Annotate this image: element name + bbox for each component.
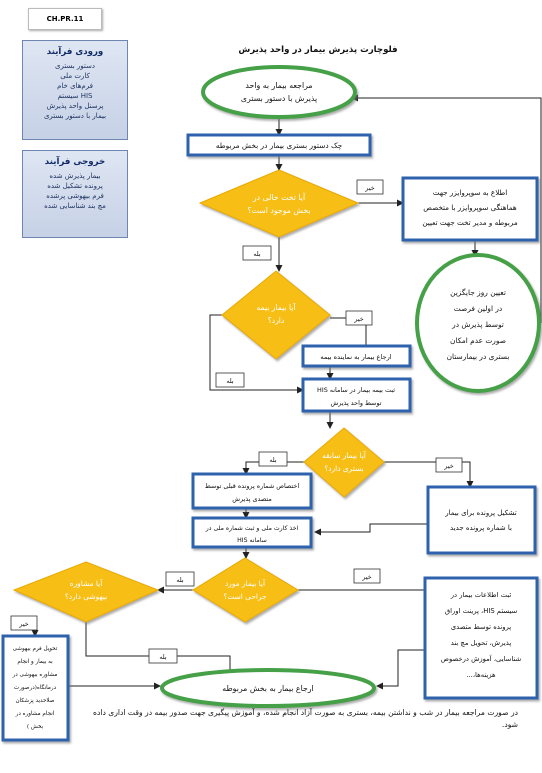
chart-title: فلوچارت پذیرش بیمار در واحد پذیرش [238,45,397,55]
check-order-box [186,133,372,157]
decision-surgery-label: جراحی است؟ [223,592,267,601]
assign-file-label: متصدی پذیرش [232,495,272,503]
set-day-node [415,253,541,393]
refer-insurance-box [301,344,412,368]
start-label: پذیرش با دستور بستری [241,94,317,103]
set-day-label: در اولین فرصت [454,304,502,313]
decision-history-label: آیا بیمار سابقه [322,450,367,460]
inputs-heading: ورودی فرآیند [46,47,104,57]
document-code: CH.PR.11 [28,8,102,30]
decision-bed-label: آیا تخت خالی در [252,192,306,202]
label-yes: بله [159,653,167,661]
end-node [160,668,376,708]
notify-supervisor-label: هماهنگی سوپروایزر با متخصص [423,203,517,212]
end-label: ارجاع بیمار به بخش مربوطه [222,684,313,693]
decision-anesthesia-label: بیهوشی دارد؟ [65,592,107,601]
input-item: بیمار با دستور بستری [43,112,107,120]
output-item: فرم بیهوشی پرشده [46,192,104,200]
input-item: کارت ملی [60,72,90,80]
anesthesia-form-label: مشاوره بیهوشی در [12,672,58,678]
new-file-label: تشکیل پرونده برای بیمار [444,509,517,517]
decision-insurance-label: آیا بیمار بیمه [256,302,296,312]
register-info-label: سیستم HIS، پرینت اوراق [445,607,518,615]
arrow-insurance-yes [209,314,304,394]
inputs-panel: ورودی فرآیند دستور بستری کارت ملی فرم‌ها… [22,40,128,140]
label-no: خیر [18,620,28,628]
decision-bed-label: بخش موجود است؟ [247,206,310,215]
register-info-label: پذیرش، تحویل مچ بند [451,639,512,647]
input-item: فرم‌های خام [57,82,93,90]
decision-history-label: بستری دارد؟ [324,464,363,473]
set-day-label: بستری در بیمارستان [447,352,510,361]
label-yes: بله [269,456,277,464]
national-id-label: سامانه HIS [237,537,267,544]
set-day-label: صورت عدم امکان [450,336,506,345]
notify-supervisor-box [401,176,539,242]
decision-bed [198,169,360,238]
anesthesia-form-label: درمانگاه(درصورت [14,683,57,691]
outputs-heading: خروجی فرآیند [44,157,106,167]
register-info-box [423,576,539,700]
register-his-label: توسط واحد پذیرش [331,399,382,407]
anesthesia-form-label: به بیمار و انجام [17,659,53,665]
register-info-label: ثبت اطلاعات بیمار در [450,591,512,599]
output-item: بیمار پذیرش شده [49,172,101,180]
input-item: پرسنل واحد پذیرش [46,102,104,110]
footnote: در صورت مراجعه بیمار در شب و نداشتن بیمه… [93,708,518,729]
arrow-newfile-to-id [314,523,428,536]
anesthesia-form-label: انجام مشاوره در [15,711,55,717]
anesthesia-form-label: صلاحدید پزشکان [16,697,55,704]
new-file-label: با شماره پرونده جدید [450,524,512,532]
arrow-history-no [384,461,474,488]
output-item: مچ بند شناسایی شده [44,202,106,210]
decision-history [303,427,385,498]
register-info-label: شناسایی، آموزش درخصوص [441,654,522,663]
branch-labels: خیر بله خیر بله بله خیر خیر بله خیر بله [10,179,463,664]
start-label: مراجعه بیمار به واحد [245,81,312,90]
notify-supervisor-label: اطلاع به سوپروایزر جهت [433,188,507,197]
arrow-info-to-end [376,649,425,690]
label-yes: بله [253,250,261,258]
decision-anesthesia-label: آیا مشاوره [70,578,103,588]
assign-file-label: اختصاص شماره پرونده قبلی توسط [205,482,299,490]
decision-insurance [221,270,331,360]
decision-surgery [192,557,299,623]
refer-insurance-label: ارجاع بیمار به نماینده بیمه [320,353,391,361]
label-yes: بله [226,377,234,385]
check-order-label: چک دستور بستری بیمار در بخش مربوطه [216,141,343,150]
new-file-box [426,485,537,555]
decision-anesthesia [12,561,160,623]
set-day-label: توسط پذیرش در [451,320,504,329]
outputs-panel: خروجی فرآیند بیمار پذیرش شده پرونده تشکی… [22,150,128,238]
input-item: سیستم HIS [57,92,93,100]
start-node [201,65,357,119]
anesthesia-form-label: بخش ) [27,724,44,730]
register-info-label: پرونده توسط متصدی [451,623,511,631]
national-id-label: اخذ کارت ملی و ثبت شماره ملی در [205,525,299,532]
label-no: خیر [361,573,371,581]
register-info-label: هزینه‌ها،... [466,671,496,679]
register-his-label: ثبت بیمه بیمار در سامانه HIS [317,386,395,394]
label-no: خیر [353,315,363,323]
output-item: پرونده تشکیل شده [47,182,103,190]
input-item: دستور بستری [55,62,95,70]
label-no: خیر [443,462,453,470]
label-no: خیر [364,184,374,192]
arrow-day-to-start [351,94,542,323]
decision-surgery-label: آیا بیمار مورد [225,578,266,588]
set-day-label: تعیین روز جایگزین [450,288,506,297]
anesthesia-form-label: تحویل فرم بیهوشی [13,646,58,652]
register-his-box [301,377,412,413]
label-yes: بله [176,576,184,584]
notify-supervisor-label: مربوطه و مدیر تخت جهت تعیین [422,218,518,227]
decision-insurance-label: دارد؟ [268,316,285,325]
anesthesia-form-box [1,634,70,742]
assign-file-box [191,472,313,510]
national-id-box [191,516,313,549]
